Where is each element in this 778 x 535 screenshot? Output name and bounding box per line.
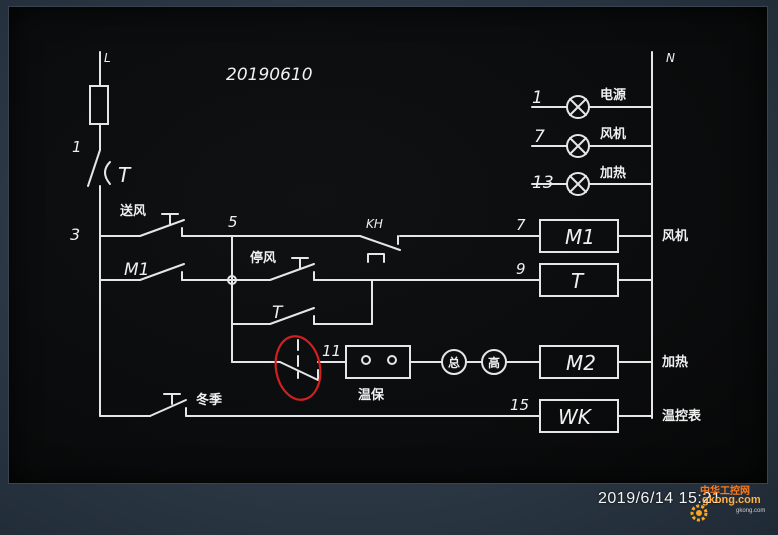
m1-contact-label: M1 (124, 260, 149, 280)
thermal-guard-box (345, 345, 411, 379)
node-9-label: 9 (516, 260, 526, 278)
high-circle-label: 高 (488, 355, 500, 370)
stop-air-label: 停风 (250, 250, 276, 266)
lamp-2-label: 风机 (600, 126, 626, 142)
lamp-3-label: 加热 (599, 165, 626, 181)
breaker-arc-icon (104, 161, 111, 185)
send-air-label: 送风 (119, 203, 146, 219)
send-air-switch-blade (139, 219, 185, 237)
lamp-1-label: 电源 (600, 87, 626, 103)
row-t (99, 235, 653, 363)
m2-side-label: 加热 (661, 354, 688, 370)
kh-contact-blade (359, 235, 401, 251)
row-wk (149, 393, 653, 433)
left-rail (87, 51, 151, 417)
highlight-circle (274, 335, 322, 401)
lamp-row-2 (531, 134, 653, 158)
lamp-1-wire: 1 (532, 88, 543, 108)
wk-side-label: 温控表 (662, 408, 702, 424)
row-t-contact (231, 307, 373, 325)
total-circle-label: 总 (448, 355, 460, 370)
gear-icon (690, 504, 708, 522)
m1-contact-blade (139, 263, 185, 281)
kh-label: KH (366, 217, 383, 231)
lamp-3-wire: 13 (532, 173, 554, 193)
photo-timestamp: 2019/6/14 15:21 (598, 490, 722, 507)
node-5-label: 5 (228, 213, 238, 231)
wk-box-label: WK (558, 405, 593, 429)
m1-side-label: 风机 (662, 228, 688, 244)
fuse-icon (89, 85, 109, 125)
watermark-small: gkong.com (736, 508, 766, 514)
m2-box-label: M2 (566, 351, 596, 375)
node-15-label: 15 (510, 396, 529, 414)
lamp-row-3 (531, 172, 653, 196)
t-contact-blade (269, 307, 315, 325)
row-m2 (231, 335, 653, 401)
stop-air-switch-blade (269, 263, 315, 281)
junction-node (227, 275, 237, 285)
winter-label: 冬季 (196, 392, 222, 408)
watermark-cn: 中华工控网 (700, 486, 750, 497)
breaker-label: T (118, 163, 132, 187)
thermal-guard-label: 温保 (358, 387, 385, 403)
lamp-row-1 (531, 95, 653, 119)
t-contact-label: T (272, 303, 284, 323)
t-box-label: T (571, 269, 585, 293)
breaker-blade (87, 149, 101, 187)
node-7-label: 7 (516, 216, 526, 234)
heater-contact-blade (279, 361, 319, 381)
node-3-label: 3 (70, 225, 80, 244)
rail-n-label: N (666, 51, 675, 65)
winter-switch-blade (149, 399, 187, 417)
m1-box-label: M1 (565, 225, 595, 249)
lamp-2-wire: 7 (534, 127, 545, 147)
watermark: 中华工控网 gkong.com gkong.com (688, 480, 776, 530)
date-code: 20190610 (226, 65, 313, 85)
watermark-en: gkong.com (702, 494, 761, 506)
rail-l-label: L (104, 51, 111, 65)
node-1-label: 1 (72, 138, 82, 156)
row-m1 (99, 213, 653, 263)
node-11-label: 11 (322, 342, 341, 360)
